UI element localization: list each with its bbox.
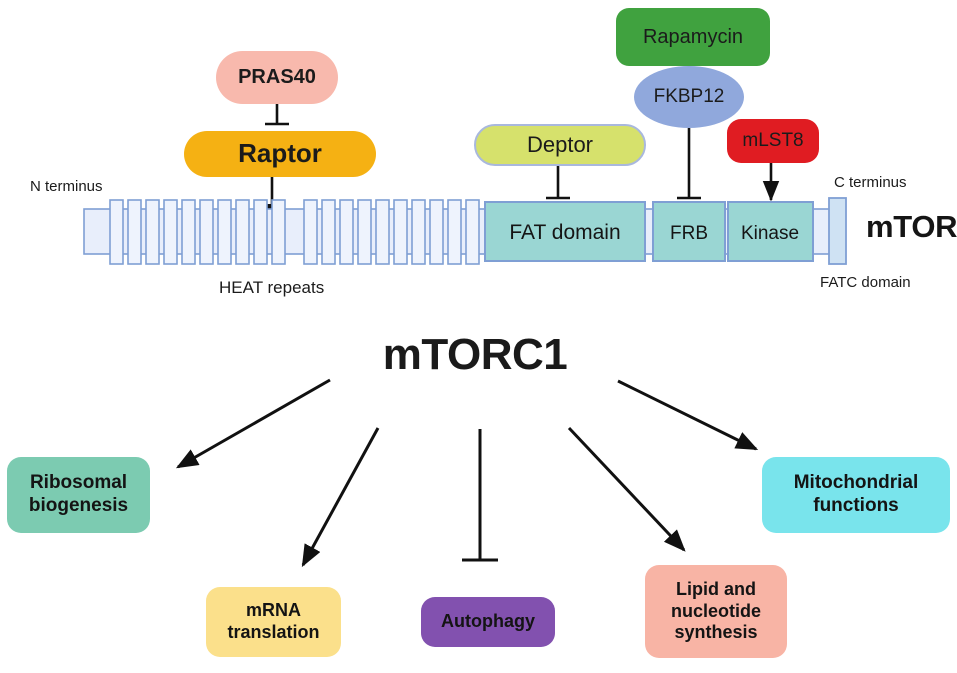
node-pras40[interactable]: PRAS40	[216, 51, 338, 104]
output-label: mRNA translation	[227, 600, 320, 642]
output-mitochondrial-functions[interactable]: Mitochondrial functions	[762, 457, 950, 533]
node-fkbp12[interactable]: FKBP12	[634, 66, 744, 128]
node-rapamycin[interactable]: Rapamycin	[616, 8, 770, 66]
node-mlst8[interactable]: mLST8	[727, 119, 819, 163]
heat-repeat-cluster-1	[109, 199, 286, 265]
mtor-protein-name: mTOR	[866, 209, 957, 244]
domain-frb-label: FRB	[670, 223, 708, 244]
node-deptor[interactable]: Deptor	[474, 124, 646, 166]
output-label: Lipid and nucleotide synthesis	[670, 579, 761, 643]
output-autophagy[interactable]: Autophagy	[421, 597, 555, 647]
domain-frb: FRB	[652, 201, 726, 262]
domain-kinase: Kinase	[727, 201, 814, 262]
output-label: Mitochondrial functions	[793, 472, 919, 516]
node-raptor[interactable]: Raptor	[184, 131, 376, 177]
domain-fat: FAT domain	[484, 201, 646, 262]
domain-fatc	[828, 197, 847, 265]
heat-repeats-label: HEAT repeats	[219, 278, 325, 297]
domain-kinase-label: Kinase	[741, 223, 799, 244]
output-mrna-translation[interactable]: mRNA translation	[206, 587, 341, 657]
output-ribosomal-biogenesis[interactable]: Ribosomal biogenesis	[7, 457, 150, 533]
output-lipid-nucleotide-synthesis[interactable]: Lipid and nucleotide synthesis	[645, 565, 787, 658]
heat-repeat-cluster-2	[303, 199, 480, 265]
mtorc1-title: mTORC1	[382, 330, 568, 379]
output-label: Autophagy	[441, 611, 535, 632]
domain-fat-label: FAT domain	[509, 221, 620, 244]
n-terminus-label: N terminus	[30, 178, 103, 195]
fatc-domain-label: FATC domain	[820, 274, 911, 291]
c-terminus-label: C terminus	[834, 174, 907, 191]
output-label: Ribosomal biogenesis	[28, 472, 129, 516]
